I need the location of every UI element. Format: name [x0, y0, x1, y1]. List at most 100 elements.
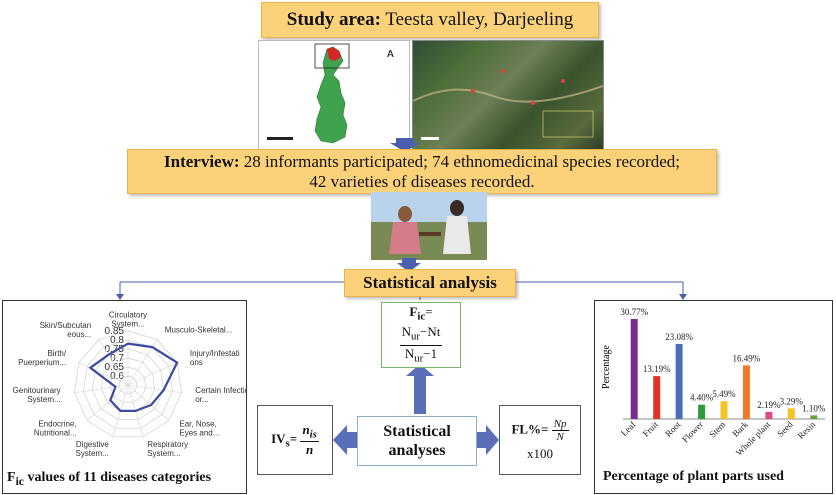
fic-caption-main: F: [7, 470, 16, 485]
interview-banner: Interview: 28 informants participated; 7…: [127, 149, 717, 194]
statistical-analysis-banner: Statistical analysis: [344, 269, 516, 297]
study-area-label: Study area:: [286, 9, 381, 30]
fic-caption: Fic values of 11 diseases categories: [7, 470, 211, 488]
radar-category-label: Eyes and...: [179, 429, 219, 438]
state-map-image: A: [258, 40, 410, 150]
radar-series-line: [88, 342, 179, 413]
statistical-analyses-box: Statistical analyses: [357, 416, 477, 466]
radar-category-label: Nutritional...: [34, 429, 77, 438]
fic-num-rest: −Nt: [420, 324, 441, 340]
bar-data-label: 23.08%: [665, 332, 693, 342]
bar-data-label: 2.19%: [757, 400, 781, 410]
bar-y-axis-label: Percentage: [601, 345, 612, 389]
iv-den: n: [306, 441, 314, 457]
bar-root: [675, 344, 683, 419]
bar-data-label: 16.49%: [733, 353, 761, 363]
bar-data-label: 3.29%: [780, 396, 804, 406]
fl-num: Np: [551, 418, 569, 431]
radar-category-label: System...: [147, 449, 180, 458]
fic-caption-rest: values of 11 diseases categories: [23, 470, 212, 485]
bar-category-label: Bark: [730, 419, 750, 439]
radar-category-label: Respiratory: [147, 440, 188, 449]
radar-spoke: [74, 384, 129, 393]
fic-formula-box: Fic= Nur−Nt Nur−1: [381, 302, 461, 368]
radar-category-label: Ear, Nose,: [179, 420, 216, 429]
plant-parts-panel: Percentage 30.77% Leaf 13.19% Fruit 23.08% Roo…: [594, 300, 833, 494]
bar-resin: [810, 415, 818, 419]
iv-num-sub: is: [309, 428, 317, 441]
radar-tick-label: 0.75: [105, 344, 125, 355]
bar-category-label: Resin: [796, 419, 818, 441]
fic-radar-chart: 0.850.80.750.70.650.6CirculatorySystem..…: [13, 311, 258, 458]
radar-category-label: or...: [195, 395, 208, 404]
radar-tick-label: 0.8: [110, 335, 124, 346]
bar-data-label: 30.77%: [620, 307, 648, 317]
bar-category-label: Fruit: [641, 419, 661, 439]
radar-category-label: eous...: [67, 330, 91, 339]
bar-category-label: Root: [663, 419, 683, 439]
radar-grid-ring: [74, 330, 182, 438]
radar-grid-ring: [92, 348, 164, 420]
iv-formula-box: IVs= nis n: [257, 405, 333, 475]
bar-data-label: 13.19%: [643, 364, 671, 374]
bar-data-label: 4.40%: [690, 393, 714, 403]
iv-lhs-sub: s: [285, 437, 290, 450]
fl-formula-box: FL%= Np N x100: [499, 405, 581, 475]
radar-category-label: Birth/: [47, 349, 66, 358]
radar-tick-label: 0.7: [110, 353, 124, 364]
radar-tick-label: 0.6: [110, 371, 124, 382]
radar-category-label: Puerperium...: [18, 358, 66, 367]
radar-category-label: Circulatory: [109, 311, 147, 320]
bar-category-label: Flower: [680, 419, 705, 444]
bar-fruit: [653, 376, 661, 419]
radar-category-label: System...: [75, 449, 108, 458]
radar-category-label: Digestive: [76, 440, 109, 449]
statistical-analyses-line2: analyses: [388, 442, 446, 459]
radar-spoke: [78, 362, 129, 386]
arrow-to-interview: [390, 138, 420, 152]
fic-lhs-sub: ic: [417, 310, 426, 323]
iv-lhs: IV: [271, 430, 286, 446]
fic-eq: =: [425, 303, 433, 319]
arrow-to-statistical-analysis: [397, 258, 421, 272]
radar-spoke: [98, 339, 129, 386]
radar-spoke: [86, 384, 129, 421]
bar-bark: [742, 365, 750, 419]
fic-lhs: F: [409, 303, 418, 319]
radar-category-label: Endocrine,: [38, 420, 76, 429]
satellite-map-image: [412, 40, 604, 150]
radar-grid-ring: [118, 375, 138, 394]
fic-den: N: [404, 345, 415, 361]
interview-line1: 28 informants participated; 74 ethnomedi…: [239, 151, 680, 171]
bar-seed: [787, 408, 795, 419]
bar-flower: [698, 404, 706, 419]
bar-category-label: Leaf: [619, 419, 638, 438]
fic-den-rest: −1: [423, 345, 438, 361]
radar-tick-label: 0.65: [105, 362, 125, 373]
fl-den: N: [556, 431, 564, 443]
radar-tick-label: 0.85: [105, 326, 125, 337]
radar-category-label: ons: [190, 358, 203, 367]
bar-data-label: 5.49%: [712, 389, 736, 399]
radar-spoke: [127, 384, 170, 421]
bar-stem: [720, 401, 728, 419]
radar-category-label: System...: [27, 395, 60, 404]
fic-den-sub: ur: [414, 352, 424, 365]
study-area-banner: Study area: Teesta valley, Darjeeling: [261, 2, 599, 38]
bar-category-label: Stem: [707, 419, 727, 439]
study-area-value: Teesta valley, Darjeeling: [380, 9, 574, 30]
fic-num-sub: ur: [411, 330, 421, 343]
radar-category-label: Skin/Subcutan: [40, 321, 92, 330]
interview-label: Interview:: [164, 151, 240, 171]
fic-num: N: [401, 324, 411, 340]
radar-category-label: Certain Infectious: [195, 386, 246, 395]
bar-category-label: Seed: [775, 419, 795, 439]
radar-category-label: Genitourinary: [13, 386, 61, 395]
plant-parts-caption: Percentage of plant parts used: [603, 469, 784, 484]
radar-category-label: System...: [111, 320, 144, 329]
radar-spoke: [127, 362, 178, 386]
fic-caption-sub: ic: [15, 474, 24, 488]
radar-grid-ring: [109, 366, 147, 403]
